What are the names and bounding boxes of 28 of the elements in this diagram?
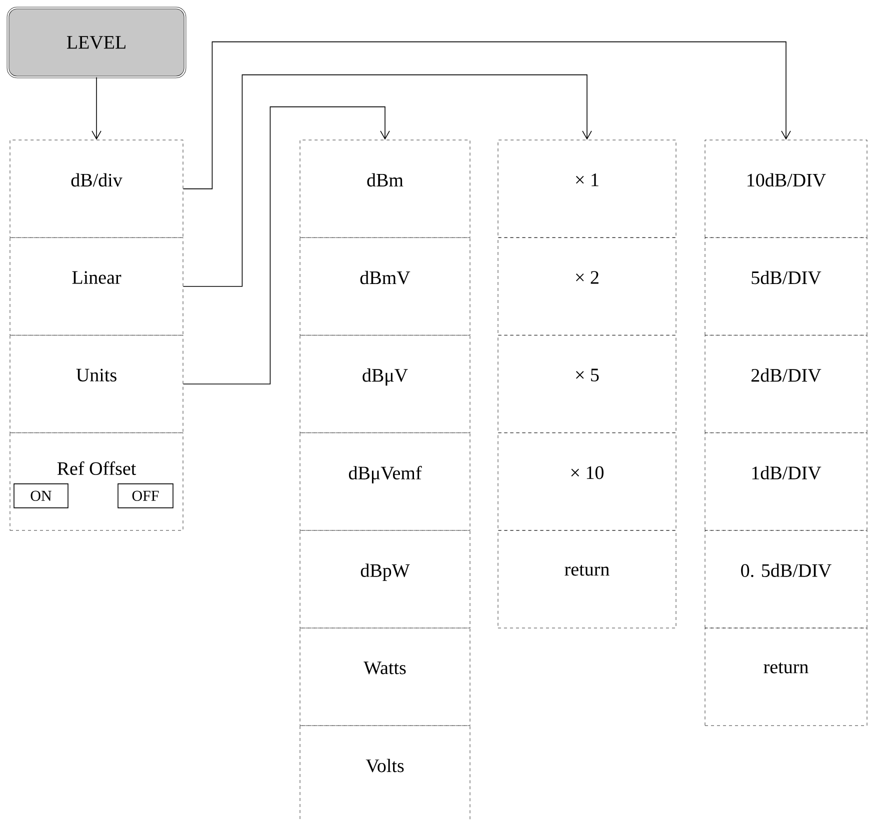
menu-cell: dBpW xyxy=(300,530,470,628)
menu-cell: 1dB/DIV xyxy=(704,432,868,531)
menu-cell: 0. 5dB/DIV xyxy=(704,530,868,628)
menu-cell: return xyxy=(704,628,868,726)
menu-cell: 5dB/DIV xyxy=(704,237,868,336)
toggle-option: OFF xyxy=(118,483,174,508)
menu-cell: × 1 xyxy=(498,140,676,238)
menu-cell: return xyxy=(498,530,676,628)
menu-cell: dBmV xyxy=(300,237,470,336)
arrow xyxy=(92,76,102,140)
menu-cell: × 2 xyxy=(498,237,676,336)
menu-cell: Volts xyxy=(300,725,470,821)
menu-cell: dBμV xyxy=(300,335,470,433)
menu-cell: dBm xyxy=(300,140,470,238)
toggle-option: ON xyxy=(14,483,68,508)
arrow xyxy=(182,74,592,287)
menu-cell: Linear xyxy=(10,237,184,336)
key-button: LEVEL xyxy=(6,6,186,78)
menu-cell: 10dB/DIV xyxy=(704,140,868,238)
menu-cell: Watts xyxy=(300,628,470,726)
arrow xyxy=(182,106,390,384)
menu-cell: 2dB/DIV xyxy=(704,335,868,433)
menu-cell: × 10 xyxy=(498,432,676,531)
arrow xyxy=(182,41,791,190)
menu-cell: Units xyxy=(10,335,184,433)
menu-cell: dBμVemf xyxy=(300,432,470,531)
menu-cell: dB/div xyxy=(10,140,184,238)
menu-cell: × 5 xyxy=(498,335,676,433)
